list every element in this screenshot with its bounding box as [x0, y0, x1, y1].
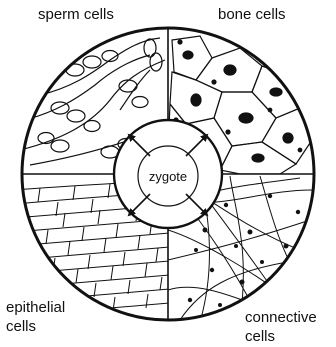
bone-cells-label: bone cells — [218, 6, 286, 23]
epithelial-label-line2: cells — [6, 318, 36, 335]
zygote-label: zygote — [149, 169, 187, 184]
connective-label-line1: connective — [245, 309, 317, 326]
epithelial-label-line1: epithelial — [6, 299, 65, 316]
sperm-cells-label: sperm cells — [38, 6, 114, 23]
connective-label-line2: cells — [245, 328, 275, 345]
